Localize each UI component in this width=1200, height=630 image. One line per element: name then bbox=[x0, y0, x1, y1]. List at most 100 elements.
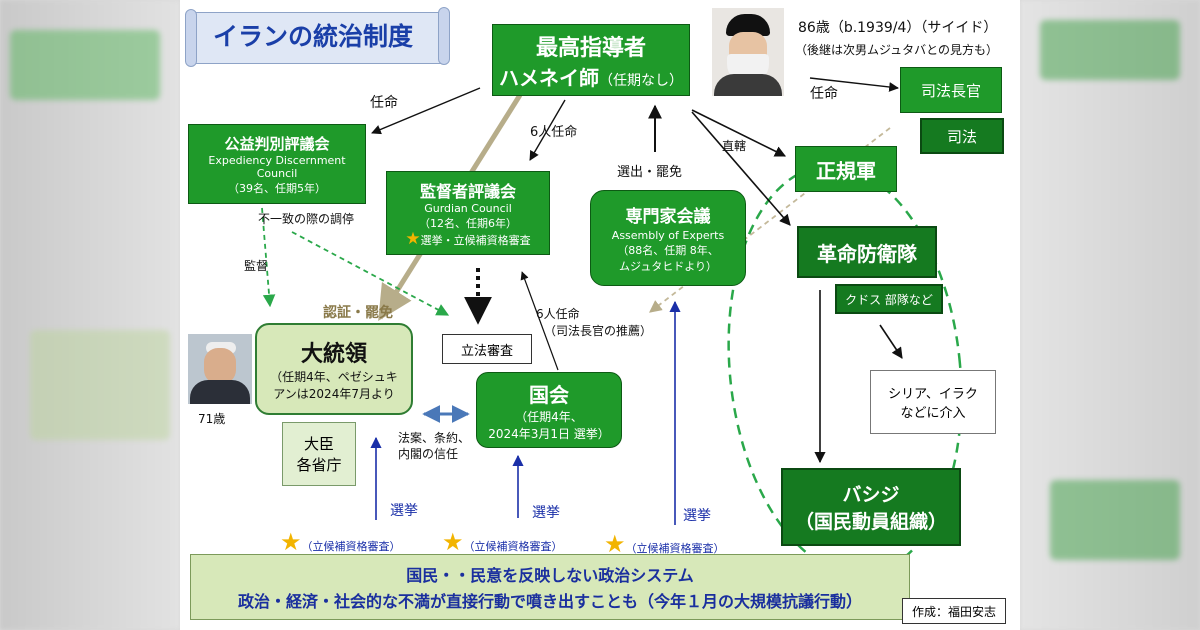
star-icon: ★ bbox=[280, 528, 302, 556]
appoint-judiciary-arrow bbox=[809, 77, 899, 92]
label-supervise: 監督 bbox=[244, 259, 269, 273]
experts-assembly-box: 専門家会議 Assembly of Experts （88名、任期 8年、 ムジ… bbox=[590, 190, 746, 286]
ghost-blur-box bbox=[30, 330, 170, 440]
experts-detail2: ムジュタヒドより） bbox=[618, 260, 717, 273]
president-detail2: アンは2024年7月より bbox=[273, 387, 395, 401]
president-detail1: （任期4年、ペゼシュキ bbox=[270, 370, 398, 384]
khamenei-age: 86歳（b.1939/4）（サイイド） bbox=[798, 20, 998, 36]
label-election-experts: 選挙 bbox=[683, 508, 711, 524]
people-line2: 政治・経済・社会的な不満が直接行動で噴き出すことも（今年１月の大規模抗議行動） bbox=[237, 592, 862, 611]
label-certify: 認証・罷免 bbox=[323, 305, 393, 321]
expediency-en2: Council bbox=[256, 166, 298, 180]
right-blur-background bbox=[1020, 0, 1200, 630]
basij-subtitle: （国民動員組織） bbox=[794, 511, 947, 533]
expediency-detail: （39名、任期5年） bbox=[228, 181, 326, 195]
label-six-appoint-parliament: 6人任命 bbox=[536, 307, 580, 321]
label-appoint-expediency: 任命 bbox=[370, 95, 398, 111]
candidate-review-2-label: （立候補資格審査） bbox=[463, 540, 563, 553]
title-banner: イランの統治制度 bbox=[185, 7, 450, 67]
scroll-end-icon bbox=[438, 7, 450, 65]
guardian-council-box: 監督者評議会 Gurdian Council （12名、任期6年） ★選挙・立候… bbox=[386, 171, 550, 255]
label-judiciary-recommend: （司法長官の推薦） bbox=[544, 324, 653, 338]
regular-army-box: 正規軍 bbox=[795, 146, 897, 192]
people-line1: 国民・・民意を反映しない政治システム bbox=[406, 566, 694, 585]
supreme-leader-title: 最高指導者 bbox=[535, 35, 646, 61]
label-mediate: 不一致の際の調停 bbox=[258, 212, 355, 226]
candidate-review-1: ★（立候補資格審査） bbox=[280, 530, 401, 554]
direct-irgc-arrow bbox=[691, 111, 791, 226]
scroll-banner-icon bbox=[185, 9, 197, 67]
pezeshkian-portrait-icon bbox=[188, 334, 252, 404]
intervention-line1: シリア、イラク bbox=[888, 387, 978, 402]
regular-army-label: 正規軍 bbox=[816, 158, 876, 183]
label-election-president: 選挙 bbox=[390, 503, 418, 519]
judiciary-chief-box: 司法長官 bbox=[900, 67, 1002, 113]
basij-title: バシジ bbox=[842, 484, 900, 506]
parliament-detail2: 2024年3月1日 選挙） bbox=[488, 426, 610, 441]
candidate-review-3: ★（立候補資格審査） bbox=[604, 532, 725, 556]
supreme-leader-term: （任期なし） bbox=[599, 72, 683, 89]
guardian-role: 選挙・立候補資格審査 bbox=[420, 234, 531, 247]
star-icon: ★ bbox=[405, 229, 421, 249]
irgc-label: 革命防衛隊 bbox=[817, 241, 917, 266]
khamenei-portrait-icon bbox=[712, 8, 784, 96]
star-icon: ★ bbox=[604, 530, 626, 558]
mediate-arrow bbox=[291, 231, 450, 316]
parliament-box: 国会 （任期4年、 2024年3月1日 選挙） bbox=[476, 372, 622, 448]
ghost-blur-box bbox=[1040, 20, 1180, 80]
people-box: 国民・・民意を反映しない政治システム 政治・経済・社会的な不満が直接行動で噴き出… bbox=[190, 554, 910, 620]
candidate-review-2: ★（立候補資格審査） bbox=[442, 530, 563, 554]
diagram-slide: イランの統治制度 最高指導者 ハメネイ師（任期なし） 86歳（b.1939/4）… bbox=[180, 0, 1020, 630]
direct-army-arrow bbox=[691, 109, 787, 157]
guardian-title: 監督者評議会 bbox=[419, 182, 516, 201]
intervention-box: シリア、イラク などに介入 bbox=[870, 370, 996, 434]
judiciary-label: 司法 bbox=[946, 127, 977, 146]
intervention-line2: などに介入 bbox=[900, 406, 966, 421]
label-election-parliament: 選挙 bbox=[532, 505, 560, 521]
star-icon: ★ bbox=[442, 528, 464, 556]
ministers-line1: 大臣 bbox=[303, 435, 334, 453]
judiciary-chief-label: 司法長官 bbox=[920, 81, 981, 100]
page-title: イランの統治制度 bbox=[213, 22, 414, 51]
label-direct: 直轄 bbox=[722, 139, 747, 153]
ghost-blur-box bbox=[10, 30, 160, 100]
quds-force-box: クドス 部隊など bbox=[835, 284, 943, 314]
experts-en: Assembly of Experts bbox=[611, 229, 725, 242]
legislative-review-box: 立法審査 bbox=[442, 334, 532, 364]
judiciary-box: 司法 bbox=[920, 118, 1004, 154]
parliament-detail1: （任期4年、 bbox=[515, 409, 583, 424]
author-credit: 作成：福田安志 bbox=[902, 598, 1006, 624]
expediency-title: 公益判別評議会 bbox=[224, 134, 330, 153]
label-elect-dismiss: 選出・罷免 bbox=[617, 165, 683, 180]
legislative-review-label: 立法審査 bbox=[460, 343, 513, 359]
guardian-detail: （12名、任期6年） bbox=[419, 217, 517, 230]
left-blur-background bbox=[0, 0, 180, 630]
parliament-title: 国会 bbox=[529, 382, 569, 407]
ministers-box: 大臣 各省庁 bbox=[282, 422, 356, 486]
quds-intervention-arrow bbox=[879, 324, 903, 359]
expediency-council-box: 公益判別評議会 Expediency Discernment Council （… bbox=[188, 124, 366, 204]
label-six-appoint: 6人任命 bbox=[530, 125, 578, 140]
label-appoint-judiciary: 任命 bbox=[810, 86, 838, 102]
supreme-leader-name: ハメネイ師 bbox=[499, 65, 599, 90]
appoint-expediency-arrow bbox=[371, 87, 481, 135]
author-credit-label: 作成：福田安志 bbox=[911, 604, 996, 619]
parliament-appoint-arrow bbox=[520, 271, 559, 371]
ghost-blur-box bbox=[1050, 480, 1180, 560]
guardian-en: Gurdian Council bbox=[424, 202, 512, 215]
supervise-arrow bbox=[261, 207, 276, 308]
label-confidence: 内閣の信任 bbox=[398, 447, 459, 461]
basij-box: バシジ （国民動員組織） bbox=[781, 468, 961, 546]
president-title: 大統領 bbox=[300, 342, 367, 367]
quds-force-label: クドス 部隊など bbox=[845, 292, 933, 307]
expediency-en1: Expediency Discernment bbox=[208, 153, 346, 167]
candidate-review-3-label: （立候補資格審査） bbox=[625, 542, 725, 555]
label-bills: 法案、条約、 bbox=[398, 431, 471, 445]
ministers-line2: 各省庁 bbox=[296, 456, 342, 474]
khamenei-succession: （後継は次男ムジュタバとの見方も） bbox=[795, 43, 999, 57]
candidate-review-1-label: （立候補資格審査） bbox=[301, 540, 401, 553]
president-box: 大統領 （任期4年、ペゼシュキ アンは2024年7月より bbox=[255, 323, 413, 415]
appoint-guardian-arrow bbox=[529, 99, 566, 161]
irgc-box: 革命防衛隊 bbox=[797, 226, 937, 278]
supreme-leader-box: 最高指導者 ハメネイ師（任期なし） bbox=[492, 24, 690, 96]
